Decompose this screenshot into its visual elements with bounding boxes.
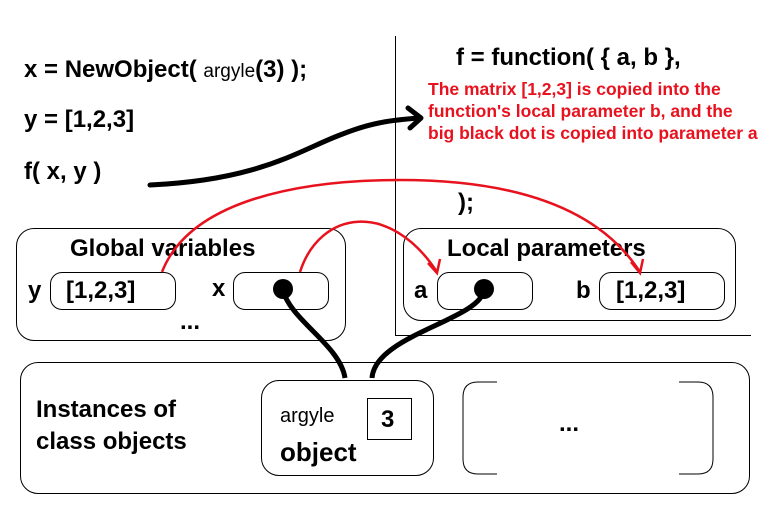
call-arrow [147, 115, 423, 188]
code-new-object-suffix: (3) ); [255, 56, 308, 83]
code-line-new-object: x = NewObject( argyle(3) ); [24, 56, 307, 84]
code-line-y-assign: y = [1,2,3] [24, 106, 135, 133]
local-a-label: a [414, 277, 428, 304]
global-variables-title: Global variables [70, 235, 256, 262]
function-scope-divider-horizontal [395, 335, 751, 336]
function-scope-divider-vertical [395, 36, 396, 335]
more-instances-ellipsis: ... [559, 410, 580, 437]
local-parameters-title: Local parameters [447, 235, 646, 262]
code-argyle-arg: argyle [203, 61, 256, 82]
more-instances-placeholder [462, 381, 714, 475]
global-y-slot [50, 272, 176, 310]
global-y-value: [1,2,3] [66, 277, 136, 304]
instances-title-line2: class objects [36, 428, 187, 455]
argyle-object-box [261, 380, 434, 476]
function-close: ); [458, 189, 474, 216]
global-x-slot [233, 272, 329, 310]
global-ellipsis: ... [180, 308, 201, 335]
local-a-slot [437, 272, 533, 310]
code-new-object-call: x = NewObject( [24, 56, 197, 83]
instances-title-line1: Instances of [36, 396, 177, 423]
local-b-value: [1,2,3] [616, 277, 686, 304]
annotation-text: The matrix [1,2,3] is copied into the fu… [428, 79, 758, 143]
code-line-f-call: f( x, y ) [24, 158, 102, 185]
local-b-slot [599, 272, 725, 310]
global-y-label: y [28, 277, 42, 304]
local-b-label: b [576, 277, 591, 304]
argyle-object-word: object [280, 437, 357, 467]
global-x-label: x [212, 275, 226, 302]
argyle-object-value: 3 [381, 406, 395, 433]
argyle-object-value-box [367, 398, 412, 440]
function-header: f = function( { a, b }, [456, 44, 681, 71]
argyle-object-class: argyle [280, 405, 335, 427]
call-arrow-head [405, 105, 424, 131]
